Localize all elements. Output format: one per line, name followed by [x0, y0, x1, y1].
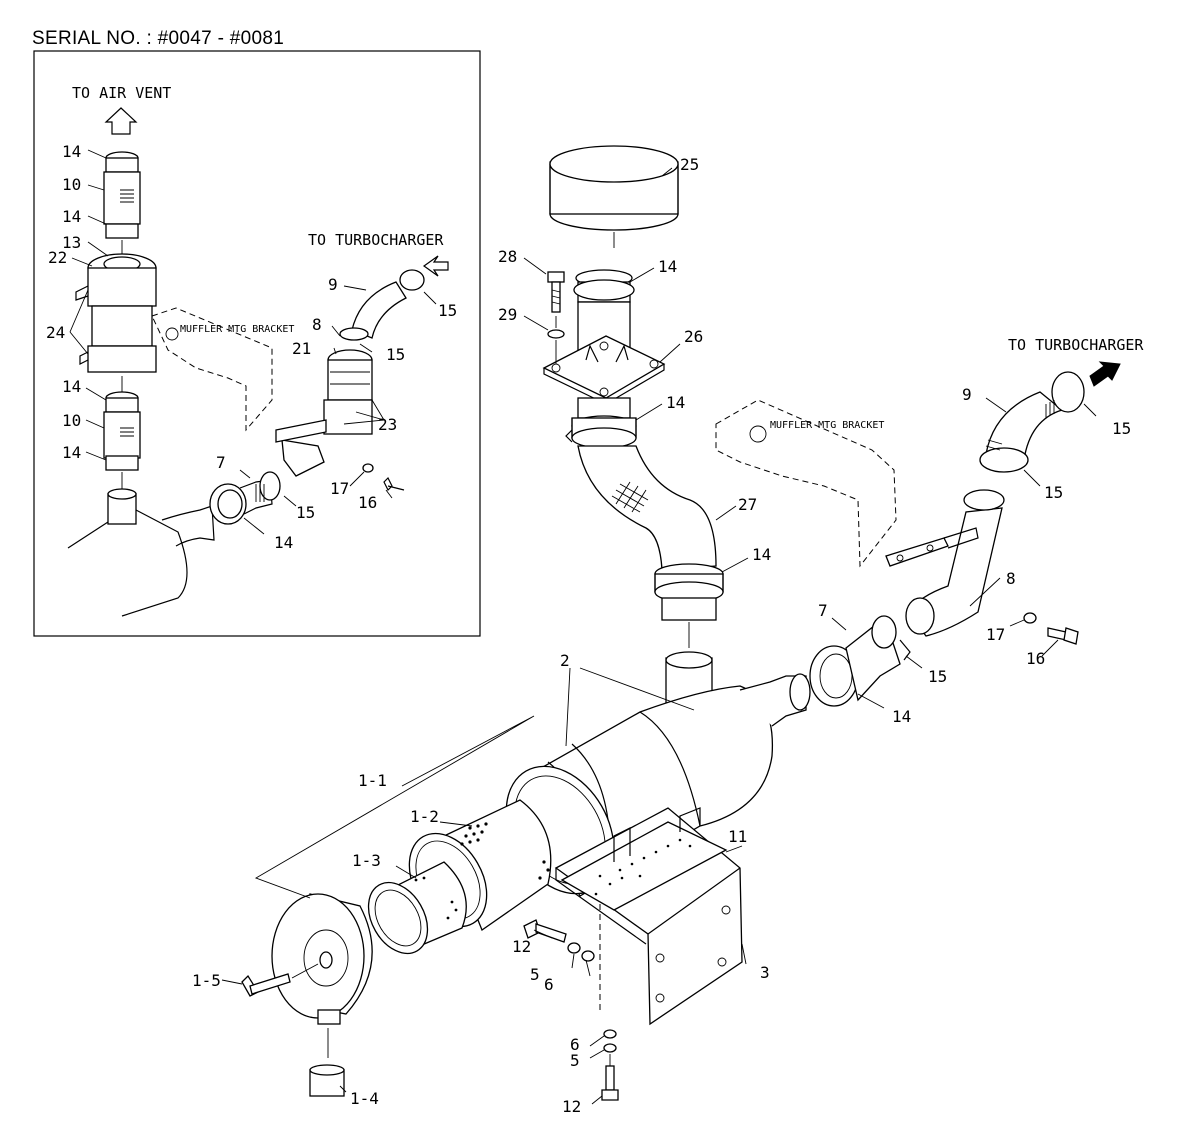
- callout-14: 14: [62, 443, 81, 462]
- callout-9: 9: [328, 275, 338, 294]
- callout-1-1: 1-1: [358, 771, 387, 790]
- inset-callout-numbers: 14 10 14 13 22 24 14 10 14 9 15 8 21 15 …: [46, 142, 457, 552]
- callout-14: 14: [274, 533, 293, 552]
- callout-5: 5: [530, 965, 540, 984]
- callout-12: 12: [512, 937, 531, 956]
- part-12-bolt-lower: [601, 1029, 619, 1101]
- inset-frame: [33, 50, 481, 637]
- callout-15: 15: [386, 345, 405, 364]
- part-26-flanged-pipe: [542, 269, 666, 449]
- part-1-5-wing-bolt: [241, 963, 319, 997]
- callout-16: 16: [358, 493, 377, 512]
- callout-28: 28: [498, 247, 517, 266]
- callout-14: 14: [666, 393, 685, 412]
- callout-29: 29: [498, 305, 517, 324]
- note-to-turbo-inset: TO TURBOCHARGER: [308, 231, 444, 249]
- callout-26: 26: [684, 327, 703, 346]
- note-bracket-inset: MUFFLER MTG BRACKET: [180, 324, 294, 335]
- callout-8: 8: [312, 315, 322, 334]
- callout-8: 8: [1006, 569, 1016, 588]
- inset-muffler-bracket: MUFFLER MTG BRACKET: [151, 307, 294, 432]
- part-1-3-inner-tube: [367, 861, 467, 955]
- callout-14: 14: [62, 207, 81, 226]
- inset-vent-stack: [75, 151, 157, 525]
- part-25-rain-cap: [549, 145, 679, 248]
- main-callout-numbers: 25 28 14 29 26 14 27 14 9 15 15 8 17 16 …: [192, 155, 1131, 1116]
- callout-22: 22: [48, 248, 67, 267]
- callout-27: 27: [738, 495, 757, 514]
- callout-1-2: 1-2: [410, 807, 439, 826]
- inset-muffler-body: [67, 471, 281, 617]
- up-arrow-icon: [104, 107, 138, 135]
- inset-leader-lines: [69, 149, 437, 535]
- callout-15: 15: [438, 301, 457, 320]
- part-7-reducer: [809, 615, 911, 707]
- callout-25: 25: [680, 155, 699, 174]
- part-1-1-end-cap: [271, 893, 373, 1058]
- callout-11: 11: [728, 827, 747, 846]
- callout-13: 13: [62, 233, 81, 252]
- callout-15: 15: [928, 667, 947, 686]
- part-28-bolt: [547, 271, 565, 364]
- right-turbo-arrow: TO TURBOCHARGER: [1008, 336, 1144, 387]
- callout-6: 6: [544, 975, 554, 994]
- callout-1-5: 1-5: [192, 971, 221, 990]
- callout-10: 10: [62, 411, 81, 430]
- callout-17: 17: [986, 625, 1005, 644]
- inset-turbo-pipes: TO TURBOCHARGER: [275, 231, 449, 492]
- callout-1-3: 1-3: [352, 851, 381, 870]
- callout-9: 9: [962, 385, 972, 404]
- part-12-bolt-upper: [523, 919, 595, 962]
- callout-16: 16: [1026, 649, 1045, 668]
- part-8-elbow-pipe: [885, 489, 1005, 637]
- callout-15: 15: [1044, 483, 1063, 502]
- serial-number-header: SERIAL NO. : #0047 - #0081: [32, 28, 285, 49]
- part-27-curved-pipe: [577, 445, 724, 648]
- callout-23: 23: [378, 415, 397, 434]
- callout-14: 14: [892, 707, 911, 726]
- callout-1-4: 1-4: [350, 1089, 379, 1108]
- callout-5: 5: [570, 1051, 580, 1070]
- callout-21: 21: [292, 339, 311, 358]
- callout-2: 2: [560, 651, 570, 670]
- part-11-mounting-plate: [560, 807, 728, 911]
- note-bracket-main: MUFFLER MTG BRACKET: [770, 420, 884, 431]
- callout-14: 14: [62, 377, 81, 396]
- part-9-upper-hose: [979, 371, 1085, 473]
- main-muffler-bracket: MUFFLER MTG BRACKET: [715, 399, 897, 568]
- main-leader-lines: [221, 167, 1097, 1105]
- callout-12: 12: [562, 1097, 581, 1116]
- callout-17: 17: [330, 479, 349, 498]
- callout-3: 3: [760, 963, 770, 982]
- callout-7: 7: [216, 453, 226, 472]
- callout-15: 15: [296, 503, 315, 522]
- callout-15: 15: [1112, 419, 1131, 438]
- callout-10: 10: [62, 175, 81, 194]
- callout-6: 6: [570, 1035, 580, 1054]
- callout-24: 24: [46, 323, 65, 342]
- part-16-bolt: [1023, 612, 1079, 645]
- note-to-turbo-main: TO TURBOCHARGER: [1008, 336, 1144, 354]
- part-2-muffler-body: [505, 651, 811, 897]
- callout-7: 7: [818, 601, 828, 620]
- callout-14: 14: [752, 545, 771, 564]
- callout-14: 14: [658, 257, 677, 276]
- callout-14: 14: [62, 142, 81, 161]
- note-to-air-vent: TO AIR VENT: [72, 84, 171, 102]
- part-1-4-drain: [309, 1064, 345, 1097]
